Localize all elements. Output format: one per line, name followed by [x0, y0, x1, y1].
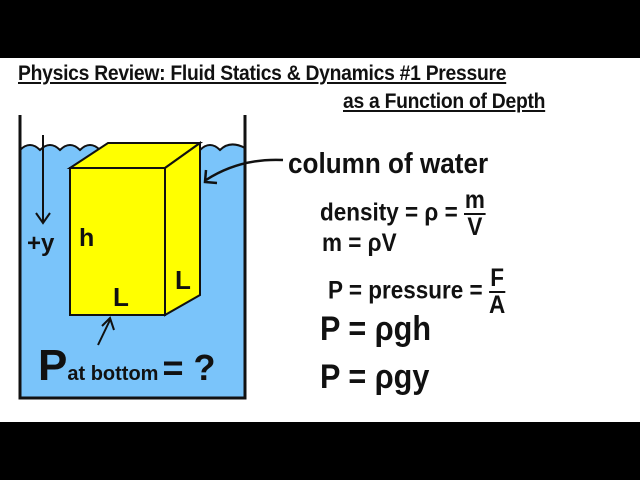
column-of-water-label: column of water — [288, 148, 489, 180]
pressure-rho-g-y: P = ρgy — [320, 358, 430, 396]
pressure-rho-g-h: P = ρgh — [320, 310, 432, 348]
title-line-1: Physics Review: Fluid Statics & Dynamics… — [18, 62, 507, 85]
pressure-at-bottom-label: Pat bottom= ? — [38, 341, 215, 391]
density-rho: = ρ = — [405, 198, 458, 227]
height-label: h — [79, 224, 95, 252]
p-subscript: at bottom — [67, 363, 159, 385]
container — [18, 115, 247, 400]
length-label-side: L — [175, 265, 191, 295]
p-symbol: P — [38, 341, 68, 390]
water-container-diagram — [18, 115, 284, 400]
column-front — [69, 167, 166, 316]
y-axis-label: +y — [27, 230, 55, 257]
p-equals-question: = ? — [162, 347, 216, 388]
slide: Physics Review: Fluid Statics & Dynamics… — [0, 58, 640, 422]
density-word: density — [320, 198, 399, 227]
title-line-2: as a Function of Depth — [343, 90, 546, 113]
mass-equation: m = ρV — [322, 229, 397, 257]
pressure-words: P = pressure = — [328, 276, 483, 305]
length-label-front: L — [113, 282, 129, 312]
